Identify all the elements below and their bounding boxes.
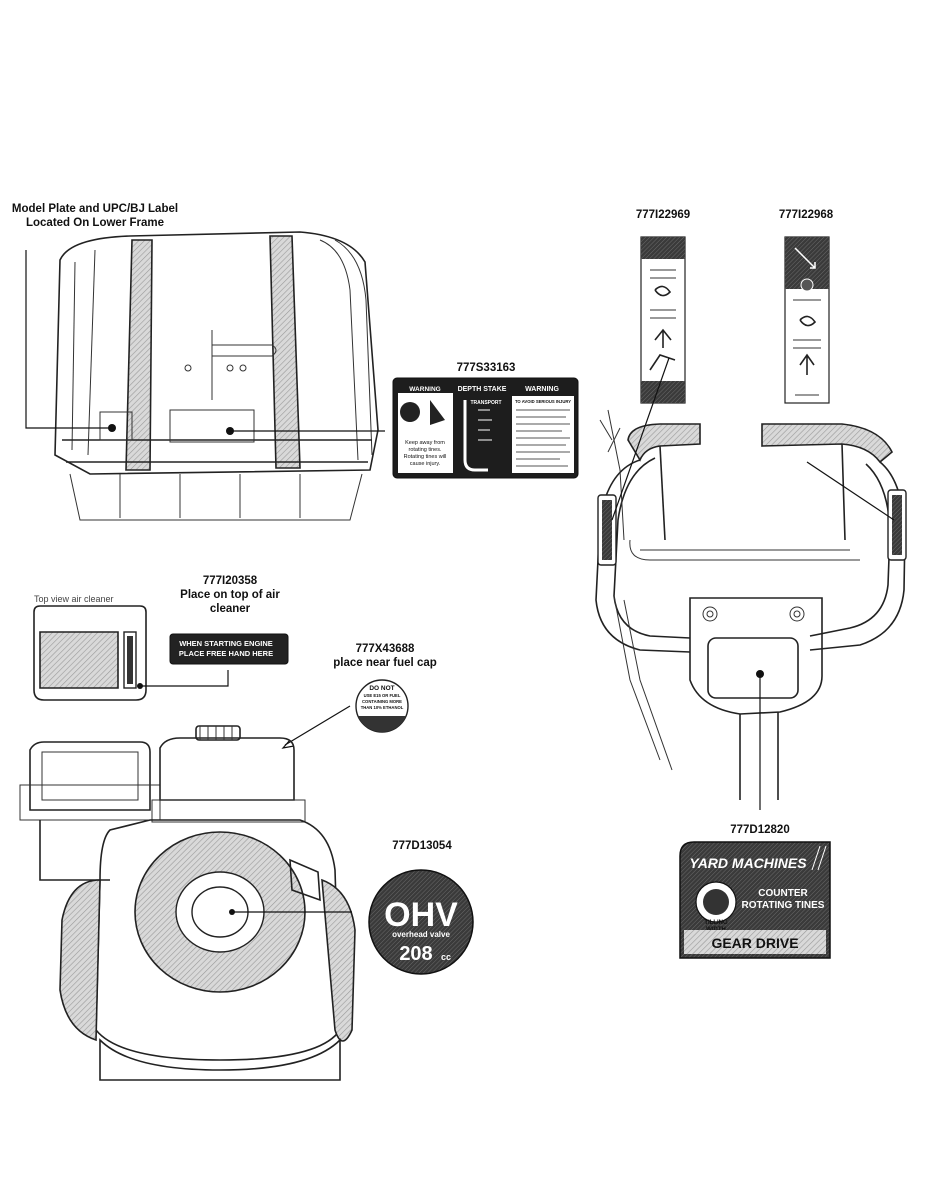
decal-keep-away: Keep away from (405, 440, 445, 446)
svg-text:cause injury.: cause injury. (410, 461, 441, 467)
decal-starting-line2: PLACE FREE HAND HERE (179, 649, 273, 658)
leader-777I20358 (140, 670, 229, 687)
label-777X43688: 777X43688 place near fuel cap (333, 643, 437, 669)
displacement-text: 208 (399, 943, 432, 965)
svg-text:USE E15 OR FUEL: USE E15 OR FUEL (364, 693, 401, 698)
model-plate-leader (25, 250, 112, 429)
decal-starting-line1: WHEN STARTING ENGINE (179, 639, 273, 648)
decal-777D13054: OHV overhead valve 208 cc (368, 869, 474, 975)
decal-warning-right: WARNING (525, 386, 559, 393)
label-model-plate: Model Plate and UPC/BJ Label Located On … (11, 203, 179, 229)
ohv-text: OHV (384, 896, 458, 934)
label-777I22969: 777I22969 (635, 209, 691, 221)
air-cleaner-top-view (33, 605, 147, 701)
label-777D13054: 777D13054 (392, 840, 452, 852)
rotating-tines-text: ROTATING TINES (742, 900, 825, 911)
svg-text:CONTAINING MORE: CONTAINING MORE (362, 699, 402, 704)
engine-drawing (19, 725, 356, 1081)
leader-777I22969 (611, 357, 670, 521)
label-777I20358: 777I20358 Place on top of air cleaner (180, 575, 280, 615)
svg-text:TRANSPORT: TRANSPORT (470, 400, 501, 406)
svg-text:cc: cc (441, 952, 451, 962)
label-777I22968: 777I22968 (778, 209, 834, 221)
svg-text:TO AVOID SERIOUS INJURY: TO AVOID SERIOUS INJURY (515, 399, 571, 404)
label-777S33163: 777S33163 (456, 362, 516, 374)
decal-depth-stake: DEPTH STAKE (458, 386, 507, 393)
arrow-head (281, 739, 295, 749)
leader-777X43688 (284, 705, 351, 746)
counter-text: COUNTER (758, 888, 808, 899)
decal-777S33163: WARNING Keep away from rotating tines. R… (392, 377, 579, 479)
svg-text:THAN 10% ETHANOL: THAN 10% ETHANOL (361, 705, 404, 710)
decal-777I22969 (640, 236, 686, 404)
svg-text:Rotating tines will: Rotating tines will (404, 454, 447, 460)
leader-777I22968 (806, 461, 895, 521)
overhead-valve-text: overhead valve (392, 930, 450, 939)
decal-777X43688: DO NOT USE E15 OR FUEL CONTAINING MORE T… (355, 679, 409, 733)
handlebar-drawing (595, 409, 907, 800)
decal-warning-left: WARNING (409, 386, 440, 393)
decal-777I22968 (784, 236, 830, 404)
svg-text:rotating tines.: rotating tines. (408, 447, 441, 453)
fuel-do-not: DO NOT (369, 685, 394, 692)
decal-777D12820: YARD MACHINES TILLING WIDTH COUNTER ROTA… (679, 841, 831, 959)
label-777D12820: 777D12820 (730, 824, 790, 836)
svg-text:TILLING: TILLING (704, 920, 728, 926)
gear-drive-text: GEAR DRIVE (711, 935, 798, 951)
label-top-view: Top view air cleaner (34, 594, 114, 604)
decal-777I20358: WHEN STARTING ENGINE PLACE FREE HAND HER… (169, 633, 289, 665)
brand-text: YARD MACHINES (689, 855, 807, 871)
tine-shield-drawing (54, 231, 379, 521)
